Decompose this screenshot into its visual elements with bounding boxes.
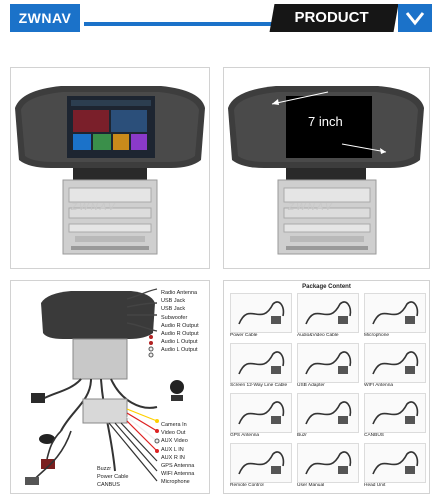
package-item-image [297,443,359,483]
package-item-image [364,443,426,483]
wiring-labels-left: Buzzr Power Cable CANBUS [97,465,129,489]
chevron-down-icon-shape [405,12,425,26]
package-item: Head Unit [362,443,426,493]
wiring-label: USB Jack [161,306,186,313]
wiring-diagram: Radio Antenna USB Jack USB Jack Subwoofe… [10,280,210,494]
package-item-label: USB Adapter [297,383,325,388]
package-item: GPS Antenna [228,393,292,443]
wiring-label: CANBUS [97,482,120,488]
package-item: Microphone [362,293,426,343]
page-title: PRODUCT DETAILS [269,4,399,54]
package-item: USB Adapter [295,343,359,393]
package-item-image [230,343,292,383]
package-item: Audio&Video Cable [295,293,359,343]
package-item-image [297,343,359,383]
head-unit-side-illustration [228,86,424,255]
wiring-label: AUX R IN [161,454,185,461]
head-unit-front-illustration [15,86,205,255]
package-item-label: Buzr [297,433,307,438]
page-title-text: PRODUCT DETAILS [294,9,369,54]
wiring-label: Microphone [161,479,190,486]
front-view-image: ZWNAV [10,67,210,269]
wiring-label: AUX Video [161,438,188,445]
wiring-label: Audio R Output [161,322,199,329]
package-item: Power Cable [228,293,292,343]
header: ZWNAV PRODUCT DETAILS [0,0,438,54]
package-item-label: User Manual [297,483,325,488]
package-item-image [230,293,292,333]
package-item-label: Microphone [364,333,390,338]
package-item-label: CANBUS [364,433,384,438]
wiring-label: GPS Antenna [161,463,195,470]
package-content: Package Content Power Cable Audio&Video C… [223,280,430,494]
back-view-image: 7 inch ZWNAV [223,67,430,269]
wiring-label: Radio Antenna [161,290,198,296]
screen-size-label: 7 inch [308,114,343,129]
wiring-labels-bottom: Camera In Video Out AUX Video AUX L IN A… [161,421,194,487]
wiring-label: WIFI Antenna [161,471,195,478]
wiring-label: Video Out [161,430,186,437]
wiring-label: AUX L IN [161,446,184,453]
package-item-label: Audio&Video Cable [297,333,339,338]
watermark: ZWNAV [288,202,334,213]
package-item-label: Power Cable [230,333,258,338]
package-item: Remote Control [228,443,292,493]
package-item: User Manual [295,443,359,493]
watermark: ZWNAV [71,202,117,213]
package-item-image [297,293,359,333]
wiring-label: Power Cable [97,474,129,480]
wiring-label: USB Jack [161,298,186,305]
chevron-down-icon [398,4,432,32]
package-item-label: GPS Antenna [230,433,260,438]
package-item-label: Screen 12-Way Line Cable [230,383,288,388]
package-item-label: Head Unit [364,483,386,488]
package-item: CANBUS [362,393,426,443]
package-item-image [230,393,292,433]
wiring-label: Audio L Output [161,347,198,354]
brand-logo: ZWNAV [10,4,80,32]
package-item: Screen 12-Way Line Cable [228,343,292,393]
package-item: WIFI Antenna [362,343,426,393]
wiring-label: Audio R Output [161,331,199,338]
brand-underline [84,22,274,26]
package-item-image [364,343,426,383]
wiring-label: Subwoofer [161,314,188,321]
package-item-image [230,443,292,483]
package-item: Buzr [295,393,359,443]
wiring-illustration [25,288,184,485]
package-item-label: WIFI Antenna [364,383,394,388]
wiring-labels-top: Radio Antenna USB Jack USB Jack Subwoofe… [161,289,199,355]
package-title: Package Content [302,284,351,290]
package-item-image [364,393,426,433]
wiring-label: Buzzr [97,466,112,472]
wiring-label: Audio L Output [161,339,198,346]
package-item-image [364,293,426,333]
wiring-label: Camera In [161,422,187,428]
package-item-image [297,393,359,433]
package-item-label: Remote Control [230,483,264,488]
